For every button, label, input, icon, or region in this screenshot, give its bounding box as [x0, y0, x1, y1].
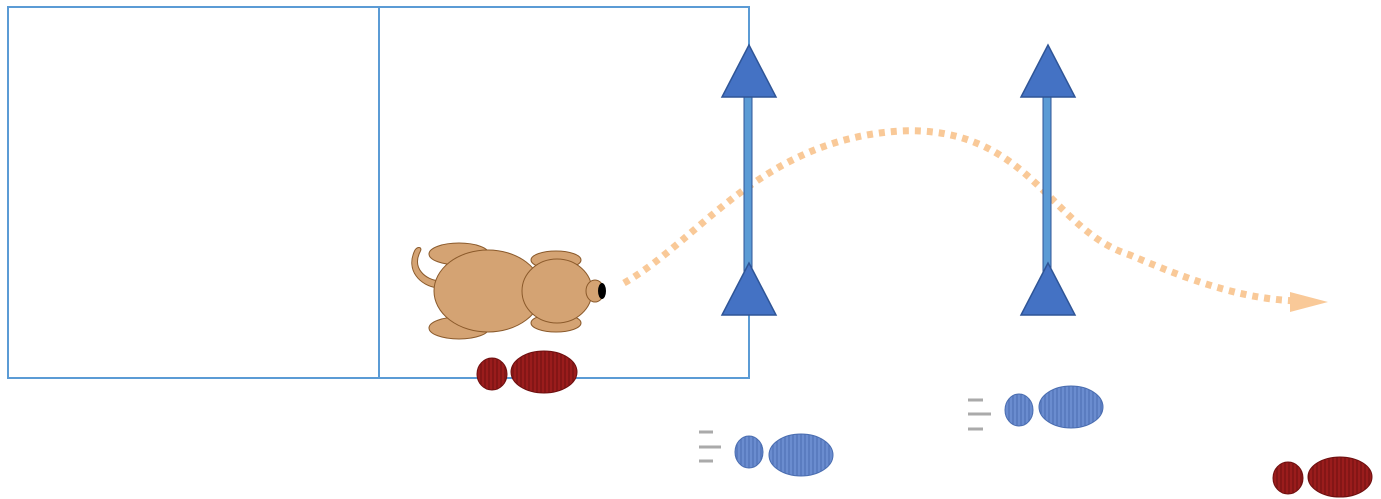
footprint-blue-2-heel — [1005, 394, 1033, 426]
footprint-red-2 — [1273, 457, 1372, 497]
footprint-blue-1 — [699, 432, 833, 476]
footprint-blue-2 — [968, 386, 1103, 429]
pole-2-bottom-arrow-icon — [1021, 263, 1075, 315]
pole-2-shaft — [1043, 73, 1051, 291]
footprint-red-1 — [477, 351, 577, 393]
footprint-red-2-toe — [1308, 457, 1372, 497]
path-arrowhead — [1290, 292, 1328, 312]
dotted-path — [624, 131, 1300, 301]
footprint-blue-2-toe — [1039, 386, 1103, 428]
pole-1-bottom-arrow-icon — [722, 263, 776, 315]
footprint-red-1-toe — [511, 351, 577, 393]
pole-2-top-arrow-icon — [1021, 45, 1075, 97]
left-box — [8, 7, 379, 378]
dog-nose — [598, 283, 606, 299]
pole-1 — [722, 45, 776, 315]
pole-2 — [1021, 45, 1075, 315]
footprint-blue-1-toe — [769, 434, 833, 476]
dog-head — [522, 259, 592, 323]
footprint-blue-1-heel — [735, 436, 763, 468]
dog-top-view — [412, 243, 606, 339]
footprint-red-2-heel — [1273, 462, 1303, 494]
pole-1-shaft — [744, 73, 752, 291]
pole-1-top-arrow-icon — [722, 45, 776, 97]
footprint-red-1-heel — [477, 358, 507, 390]
